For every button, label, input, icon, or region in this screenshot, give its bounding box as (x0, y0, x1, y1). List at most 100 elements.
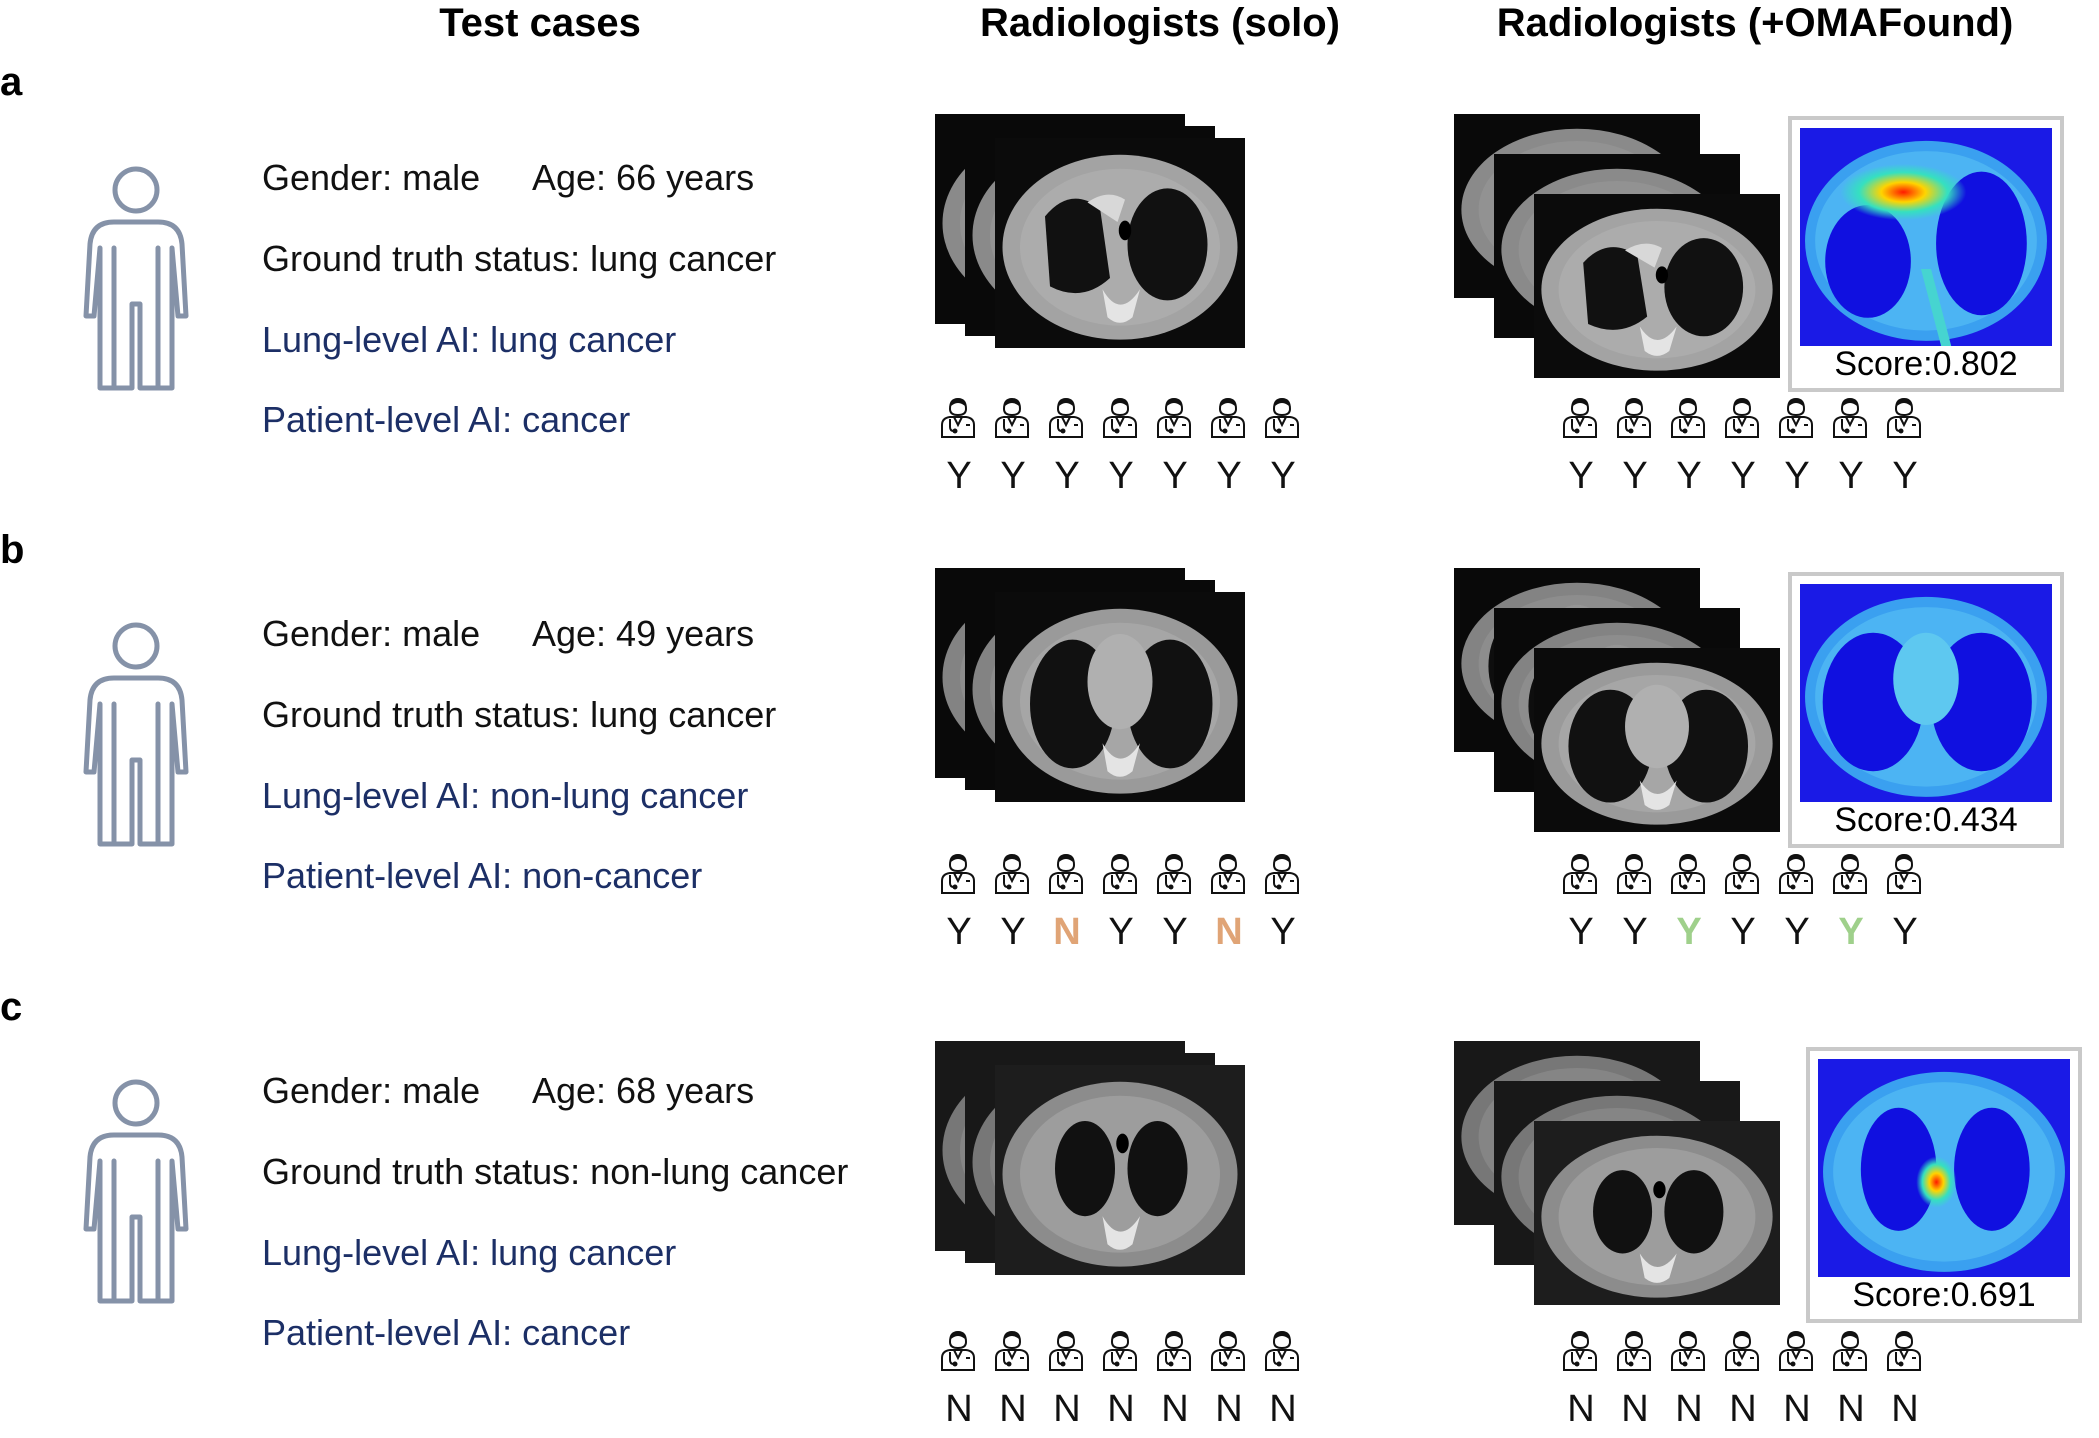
radiologist-4: N (1716, 1328, 1770, 1438)
panel-label-a: a (0, 60, 23, 104)
vote-label: N (1621, 1388, 1649, 1430)
vote-label: Y (1162, 455, 1188, 497)
ct-slice (1534, 194, 1780, 378)
radiologist-2: Y (1608, 851, 1662, 961)
vote-label: Y (1676, 911, 1702, 953)
radiologist-5: Y (1148, 395, 1202, 505)
radiologist-5: N (1148, 1328, 1202, 1438)
vote-label: Y (1568, 911, 1594, 953)
header-test-cases: Test cases (439, 1, 641, 45)
radiologist-7: Y (1256, 395, 1310, 505)
radiologist-1: Y (1554, 395, 1608, 505)
patient-level-ai-label: Patient-level AI: cancer (262, 399, 631, 440)
radiologist-2: Y (1608, 395, 1662, 505)
vote-label: Y (1000, 455, 1026, 497)
header-radiologists-omafound: Radiologists (+OMAFound) (1496, 1, 2014, 45)
ground-truth-label: Ground truth status: lung cancer (262, 238, 777, 279)
radiologist-6: Y (1824, 395, 1878, 505)
radiologist-5: Y (1770, 851, 1824, 961)
radiologist-1: N (1554, 1328, 1608, 1438)
radiologist-7: N (1878, 1328, 1932, 1438)
gender-label: Gender: male (262, 1070, 481, 1111)
vote-label: Y (1784, 911, 1810, 953)
vote-label: N (1215, 911, 1243, 953)
vote-label: N (1161, 1388, 1189, 1430)
header-radiologists-solo: Radiologists (solo) (980, 1, 1340, 45)
radiologist-4: Y (1094, 851, 1148, 961)
vote-label: Y (1054, 455, 1080, 497)
lung-level-ai-label: Lung-level AI: lung cancer (262, 1232, 677, 1273)
vote-label: Y (1892, 911, 1918, 953)
ct-slice (995, 1065, 1245, 1275)
omafound-score: Score:0.691 (1852, 1276, 2036, 1314)
radiologist-6: Y (1202, 395, 1256, 505)
ct-slice (1534, 1121, 1780, 1305)
patient-person-icon (80, 164, 192, 394)
vote-label: Y (1838, 911, 1864, 953)
vote-label: Y (1108, 455, 1134, 497)
radiologist-5: Y (1770, 395, 1824, 505)
vote-label: Y (1000, 911, 1026, 953)
vote-label: Y (1270, 455, 1296, 497)
age-label: Age: 49 years (532, 613, 755, 654)
lung-level-ai-label: Lung-level AI: non-lung cancer (262, 775, 749, 816)
vote-label: N (1053, 911, 1081, 953)
patient-level-ai-label: Patient-level AI: non-cancer (262, 855, 703, 896)
vote-label: N (1269, 1388, 1297, 1430)
radiologist-6: N (1202, 851, 1256, 961)
patient-level-ai-label: Patient-level AI: cancer (262, 1312, 631, 1353)
gender-label: Gender: male (262, 157, 481, 198)
vote-label: Y (1270, 911, 1296, 953)
radiologist-5: Y (1148, 851, 1202, 961)
vote-label: Y (1568, 455, 1594, 497)
vote-label: Y (1892, 455, 1918, 497)
heatmap-image (1818, 1059, 2070, 1277)
gender-label: Gender: male (262, 613, 481, 654)
radiologist-2: Y (986, 395, 1040, 505)
radiologist-7: Y (1878, 851, 1932, 961)
radiologist-1: Y (1554, 851, 1608, 961)
radiologist-3: N (1040, 1328, 1094, 1438)
radiologist-6: N (1202, 1328, 1256, 1438)
radiologist-4: Y (1094, 395, 1148, 505)
radiologist-4: Y (1716, 851, 1770, 961)
radiologist-7: Y (1878, 395, 1932, 505)
vote-label: N (1783, 1388, 1811, 1430)
vote-label: Y (946, 911, 972, 953)
vote-label: N (1675, 1388, 1703, 1430)
radiologist-7: Y (1256, 851, 1310, 961)
vote-label: N (999, 1388, 1027, 1430)
vote-label: Y (1730, 455, 1756, 497)
heatmap-image (1800, 584, 2052, 802)
vote-label: Y (1622, 911, 1648, 953)
radiologist-1: N (932, 1328, 986, 1438)
radiologist-1: Y (932, 395, 986, 505)
vote-label: N (1215, 1388, 1243, 1430)
vote-label: N (945, 1388, 973, 1430)
omafound-score: Score:0.802 (1834, 345, 2018, 383)
age-label: Age: 68 years (532, 1070, 755, 1111)
vote-label: Y (1838, 455, 1864, 497)
radiologist-4: N (1094, 1328, 1148, 1438)
radiologist-3: Y (1662, 851, 1716, 961)
vote-label: Y (1108, 911, 1134, 953)
heatmap-image (1800, 128, 2052, 346)
vote-label: N (1107, 1388, 1135, 1430)
radiologist-5: N (1770, 1328, 1824, 1438)
vote-label: Y (1784, 455, 1810, 497)
radiologist-3: N (1040, 851, 1094, 961)
radiologist-2: Y (986, 851, 1040, 961)
vote-label: Y (1730, 911, 1756, 953)
lung-level-ai-label: Lung-level AI: lung cancer (262, 319, 677, 360)
patient-person-icon (80, 620, 192, 850)
omafound-heatmap: Score:0.802 (1788, 116, 2064, 392)
omafound-score: Score:0.434 (1834, 801, 2018, 839)
ground-truth-label: Ground truth status: non-lung cancer (262, 1151, 849, 1192)
